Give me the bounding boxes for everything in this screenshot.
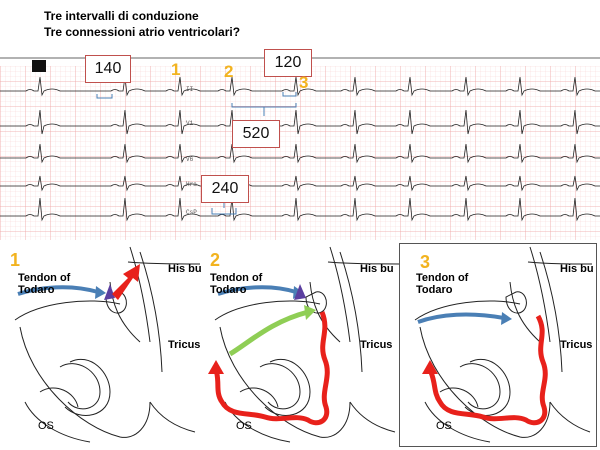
- bracket-120: [282, 92, 297, 97]
- anatomy-drawing-1: [14, 246, 200, 443]
- panel-number-2: 2: [210, 250, 221, 270]
- trace-lead-v6: [0, 143, 600, 164]
- panel-3-frame: [399, 243, 597, 447]
- anatomy-panel-2: 2 Tendon of Todaro His bu Tricus OS: [200, 242, 400, 450]
- beat-number-1: 1: [171, 60, 181, 79]
- tendon-label-2-line-2: Todaro: [210, 284, 247, 296]
- red-arrow-1: [112, 264, 140, 300]
- trace-lead-v1: [0, 109, 600, 135]
- tendon-label-3-line-2: Todaro: [416, 284, 453, 296]
- ecg-traces: [0, 76, 600, 222]
- bracket-520: [231, 103, 297, 116]
- trace-lead-csp: [0, 197, 600, 222]
- tricus-label-3: Tricus: [560, 339, 593, 351]
- blue-arrow-2: [217, 285, 297, 296]
- tendon-label-3-line-1: Tendon of: [416, 272, 469, 284]
- calibration-marker: [32, 60, 46, 72]
- ecg-grid: [0, 66, 600, 240]
- anatomy-panel-3: 3 Tendon of Todaro His bu Tricus OS: [400, 242, 600, 450]
- panel-number-1: 1: [10, 250, 21, 270]
- his-label-3: His bu: [560, 263, 594, 275]
- tendon-label-2-line-1: Tendon of: [210, 272, 263, 284]
- title-line-1: Tre intervalli di conduzione: [44, 9, 199, 23]
- triangle-marker-2: [294, 284, 306, 300]
- tricus-label-1: Tricus: [168, 339, 201, 351]
- triangle-marker-1: [104, 284, 115, 300]
- lead-label-v6: V6: [186, 156, 194, 163]
- tricus-label-2: Tricus: [360, 339, 393, 351]
- anatomy-panel-1: 1 Tendon of Todaro His bu Tricus OS: [0, 242, 202, 450]
- lead-label-ii: II: [186, 86, 194, 93]
- os-label-2: OS: [236, 420, 252, 432]
- tendon-label-1-line-2: Todaro: [18, 284, 55, 296]
- title-line-2: Tre connessioni atrio ventricolari?: [44, 25, 241, 39]
- interval-box-240: 240: [201, 175, 249, 203]
- trace-lead-ii: [0, 76, 600, 97]
- his-label-2: His bu: [360, 263, 394, 275]
- blue-arrow-3: [417, 312, 505, 324]
- tendon-label-1-line-1: Tendon of: [18, 272, 71, 284]
- interval-box-140: 140: [85, 55, 131, 83]
- interval-box-520: 520: [232, 120, 280, 148]
- red-path-2: [213, 311, 330, 426]
- green-arrow-2: [228, 309, 309, 357]
- panel-number-3: 3: [420, 252, 431, 272]
- lead-label-v1: V1: [186, 120, 194, 127]
- lead-label-hra: Hra: [186, 181, 197, 188]
- lead-label-csp: CsP: [186, 209, 197, 216]
- os-label-1: OS: [38, 420, 54, 432]
- bracket-140: [96, 94, 113, 99]
- ecg-strip: [0, 56, 600, 240]
- interval-brackets: [96, 92, 297, 215]
- beat-number-3: 3: [299, 73, 309, 92]
- blue-arrow-1: [17, 285, 99, 296]
- anatomy-drawing-3: [414, 246, 593, 443]
- anatomy-drawing-2: [208, 246, 400, 443]
- beat-number-2: 2: [224, 62, 234, 81]
- trace-lead-hra: [0, 175, 600, 192]
- red-path-3: [427, 314, 548, 426]
- os-label-3: OS: [436, 420, 452, 432]
- interval-box-120: 120: [264, 49, 312, 77]
- his-label-1: His bu: [168, 263, 202, 275]
